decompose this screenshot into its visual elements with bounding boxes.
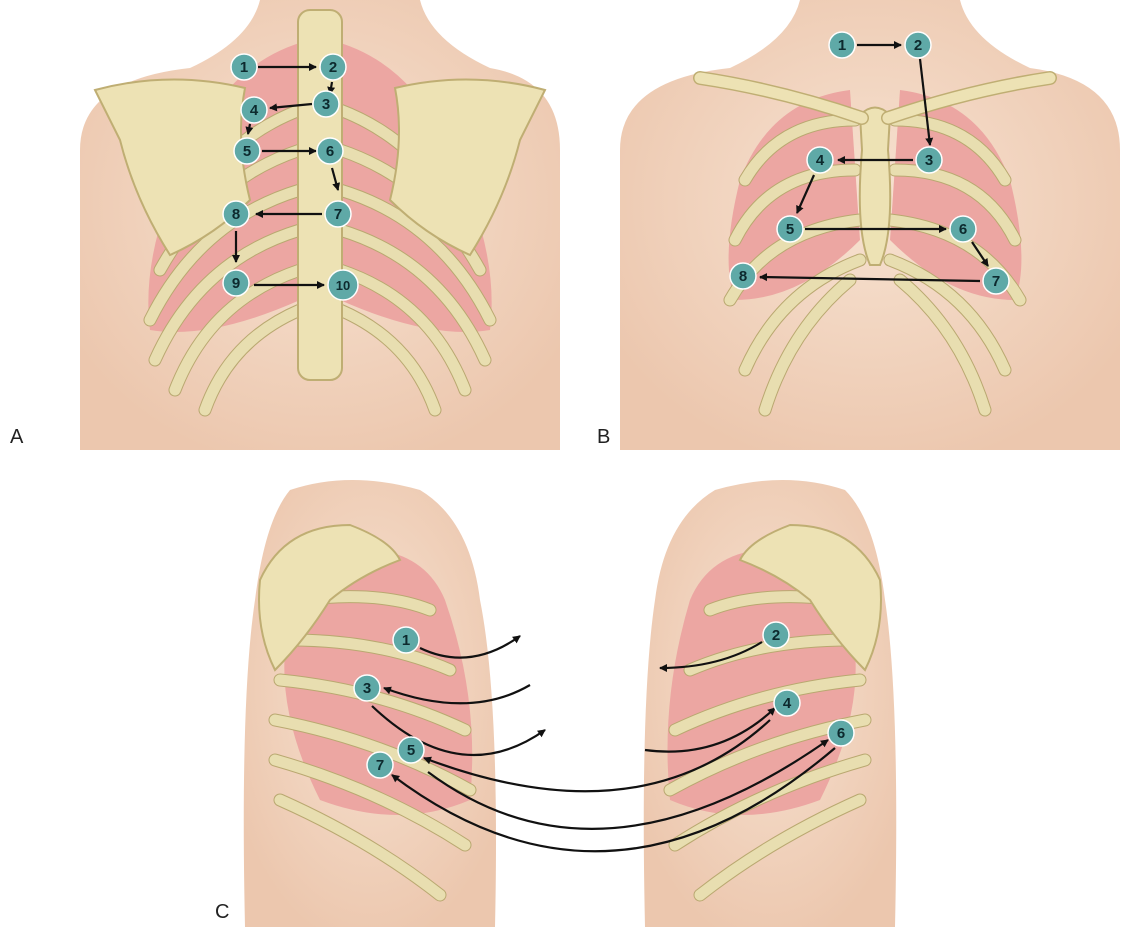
marker-c-7: 7 xyxy=(367,752,393,778)
marker-c-5: 5 xyxy=(398,737,424,763)
svg-text:7: 7 xyxy=(376,757,384,774)
svg-text:6: 6 xyxy=(959,221,967,238)
marker-b-7: 7 xyxy=(983,268,1009,294)
marker-a-5: 5 xyxy=(234,138,260,164)
svg-text:4: 4 xyxy=(816,152,825,169)
marker-a-7: 7 xyxy=(325,201,351,227)
marker-b-3: 3 xyxy=(916,147,942,173)
marker-b-5: 5 xyxy=(777,216,803,242)
marker-b-8: 8 xyxy=(730,263,756,289)
svg-text:2: 2 xyxy=(914,37,922,54)
svg-text:5: 5 xyxy=(786,221,794,238)
panel-label-b: B xyxy=(597,426,610,448)
svg-text:3: 3 xyxy=(925,152,933,169)
svg-text:6: 6 xyxy=(837,725,845,742)
panel-a-posterior-view: 1 2 3 4 5 6 7 8 9 10 A xyxy=(10,0,560,450)
panel-label-c: C xyxy=(215,901,229,923)
marker-a-9: 9 xyxy=(223,270,249,296)
svg-text:8: 8 xyxy=(739,268,747,285)
svg-text:8: 8 xyxy=(232,206,240,223)
svg-text:6: 6 xyxy=(326,143,334,160)
marker-a-8: 8 xyxy=(223,201,249,227)
svg-text:1: 1 xyxy=(240,59,248,76)
marker-b-6: 6 xyxy=(950,216,976,242)
marker-c-4: 4 xyxy=(774,690,800,716)
svg-text:7: 7 xyxy=(992,273,1000,290)
svg-text:1: 1 xyxy=(838,37,846,54)
marker-c-1: 1 xyxy=(393,627,419,653)
svg-text:9: 9 xyxy=(232,275,240,292)
svg-text:7: 7 xyxy=(334,206,342,223)
marker-a-3: 3 xyxy=(313,91,339,117)
panel-label-a: A xyxy=(10,426,24,448)
svg-text:3: 3 xyxy=(363,680,371,697)
svg-text:1: 1 xyxy=(402,632,410,649)
marker-b-4: 4 xyxy=(807,147,833,173)
marker-a-10: 10 xyxy=(328,270,358,300)
marker-c-2: 2 xyxy=(763,622,789,648)
panel-b-anterior-view: 1 2 3 4 5 6 7 8 B xyxy=(597,0,1120,450)
svg-text:3: 3 xyxy=(322,96,330,113)
marker-a-6: 6 xyxy=(317,138,343,164)
svg-text:5: 5 xyxy=(407,742,415,759)
marker-a-2: 2 xyxy=(320,54,346,80)
svg-text:10: 10 xyxy=(336,278,350,293)
svg-text:4: 4 xyxy=(783,695,792,712)
marker-c-6: 6 xyxy=(828,720,854,746)
svg-text:2: 2 xyxy=(772,627,780,644)
panel-c-lateral-views: 1 2 3 4 5 6 7 C xyxy=(215,480,896,927)
marker-b-2: 2 xyxy=(905,32,931,58)
sternum xyxy=(860,108,890,266)
svg-text:4: 4 xyxy=(250,102,259,119)
svg-text:2: 2 xyxy=(329,59,337,76)
marker-a-1: 1 xyxy=(231,54,257,80)
svg-text:5: 5 xyxy=(243,143,251,160)
marker-c-3: 3 xyxy=(354,675,380,701)
marker-b-1: 1 xyxy=(829,32,855,58)
marker-a-4: 4 xyxy=(241,97,267,123)
